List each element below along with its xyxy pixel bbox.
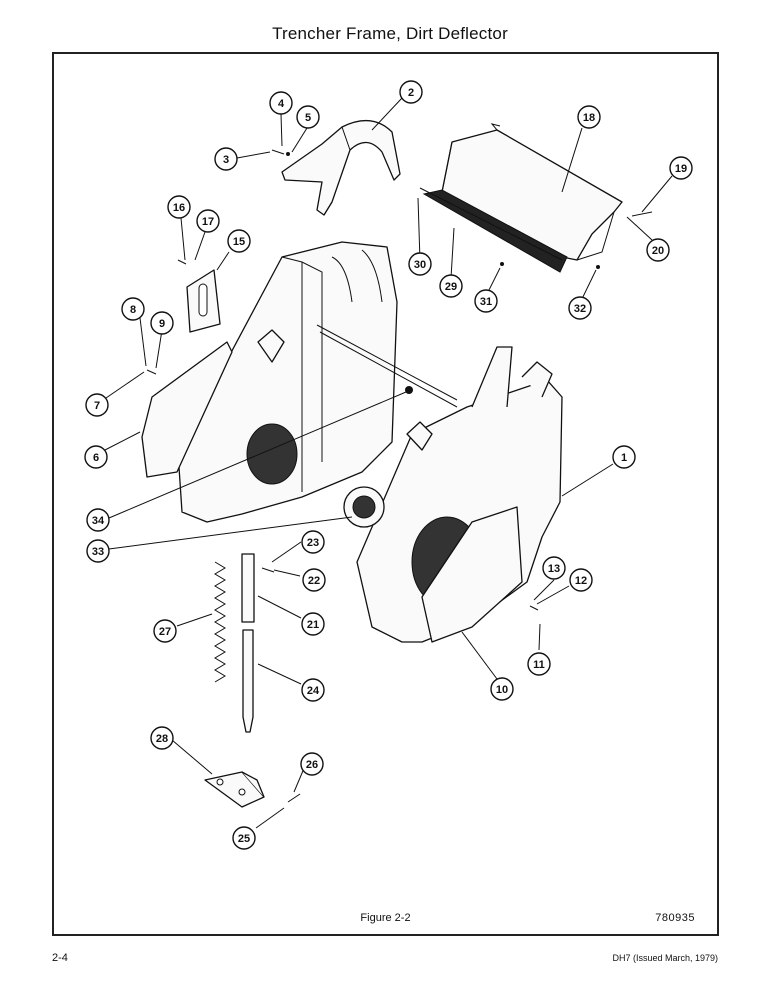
callout-10: 10 [490, 677, 514, 701]
svg-text:24: 24 [307, 685, 320, 697]
callout-22: 22 [302, 568, 326, 592]
callout-13: 13 [542, 556, 566, 580]
svg-text:12: 12 [575, 575, 587, 587]
part-cover-2 [281, 120, 401, 216]
part-bracket-15 [186, 269, 221, 333]
svg-text:2: 2 [408, 87, 414, 99]
part-bushing-33 [343, 486, 385, 528]
svg-text:5: 5 [305, 112, 311, 124]
callout-7: 7 [85, 393, 109, 417]
svg-text:8: 8 [130, 304, 136, 316]
svg-text:15: 15 [233, 236, 245, 248]
callout-8: 8 [121, 297, 145, 321]
callout-25: 25 [232, 826, 256, 850]
svg-text:30: 30 [414, 259, 426, 271]
callout-33: 33 [86, 539, 110, 563]
svg-text:11: 11 [533, 659, 545, 671]
callout-9: 9 [150, 311, 174, 335]
callout-23: 23 [301, 530, 325, 554]
svg-text:6: 6 [93, 452, 99, 464]
svg-text:26: 26 [306, 759, 318, 771]
callout-15: 15 [227, 229, 251, 253]
page-number: 2-4 [52, 952, 68, 964]
exploded-diagram: 1 2 3 4 5 6 7 8 9 10 11 12 13 15 16 17 1… [84, 80, 693, 850]
svg-text:32: 32 [574, 303, 586, 315]
svg-text:34: 34 [92, 515, 105, 527]
svg-text:18: 18 [583, 112, 595, 124]
callout-2: 2 [399, 80, 423, 104]
part-flap-29 [419, 187, 568, 273]
part-fitting-34 [405, 386, 413, 394]
svg-text:3: 3 [223, 154, 229, 166]
part-rod-21 [241, 553, 255, 623]
svg-text:22: 22 [308, 575, 320, 587]
svg-text:25: 25 [238, 833, 250, 845]
part-frame-right-1 [356, 346, 563, 643]
svg-text:16: 16 [173, 202, 185, 214]
callout-34: 34 [86, 508, 110, 532]
page-title: Trencher Frame, Dirt Deflector [272, 24, 508, 43]
svg-text:33: 33 [92, 546, 104, 558]
svg-text:17: 17 [202, 216, 214, 228]
callout-16: 16 [167, 195, 191, 219]
part-plate-6 [141, 341, 233, 478]
callout-6: 6 [84, 445, 108, 469]
doc-reference: DH7 (Issued March, 1979) [612, 953, 718, 963]
svg-text:29: 29 [445, 281, 457, 293]
callout-19: 19 [669, 156, 693, 180]
callout-20: 20 [646, 238, 670, 262]
callout-5: 5 [296, 105, 320, 129]
svg-text:20: 20 [652, 245, 664, 257]
callout-31: 31 [474, 289, 498, 313]
callout-26: 26 [300, 752, 324, 776]
svg-text:1: 1 [621, 452, 627, 464]
callout-4: 4 [269, 91, 293, 115]
svg-text:31: 31 [480, 296, 492, 308]
svg-text:19: 19 [675, 163, 687, 175]
callout-17: 17 [196, 209, 220, 233]
callout-18: 18 [577, 105, 601, 129]
callout-30: 30 [408, 252, 432, 276]
svg-text:21: 21 [307, 619, 319, 631]
part-bracket-28 [204, 771, 265, 808]
small-hardware [146, 149, 653, 803]
callout-32: 32 [568, 296, 592, 320]
svg-text:23: 23 [307, 537, 319, 549]
callout-12: 12 [569, 568, 593, 592]
part-spring-27 [214, 561, 226, 683]
part-rod-24 [242, 629, 254, 733]
svg-text:27: 27 [159, 626, 171, 638]
callout-leaders [104, 97, 673, 829]
callout-3: 3 [214, 147, 238, 171]
callout-27: 27 [153, 619, 177, 643]
svg-text:28: 28 [156, 733, 168, 745]
svg-text:4: 4 [278, 98, 285, 110]
callout-24: 24 [301, 678, 325, 702]
svg-text:7: 7 [94, 400, 100, 412]
callout-21: 21 [301, 612, 325, 636]
part-frame-left [177, 241, 398, 523]
callout-28: 28 [150, 726, 174, 750]
svg-text:13: 13 [548, 563, 560, 575]
svg-text:10: 10 [496, 684, 508, 696]
callout-29: 29 [439, 274, 463, 298]
figure-caption: Figure 2-2 [360, 912, 411, 924]
callout-1: 1 [612, 445, 636, 469]
callout-11: 11 [527, 652, 551, 676]
figure-frame: 1 2 3 4 5 6 7 8 9 10 11 12 13 15 16 17 1… [52, 52, 719, 936]
part-shaft [316, 324, 458, 408]
svg-text:9: 9 [159, 318, 165, 330]
figure-code: 780935 [655, 912, 695, 924]
